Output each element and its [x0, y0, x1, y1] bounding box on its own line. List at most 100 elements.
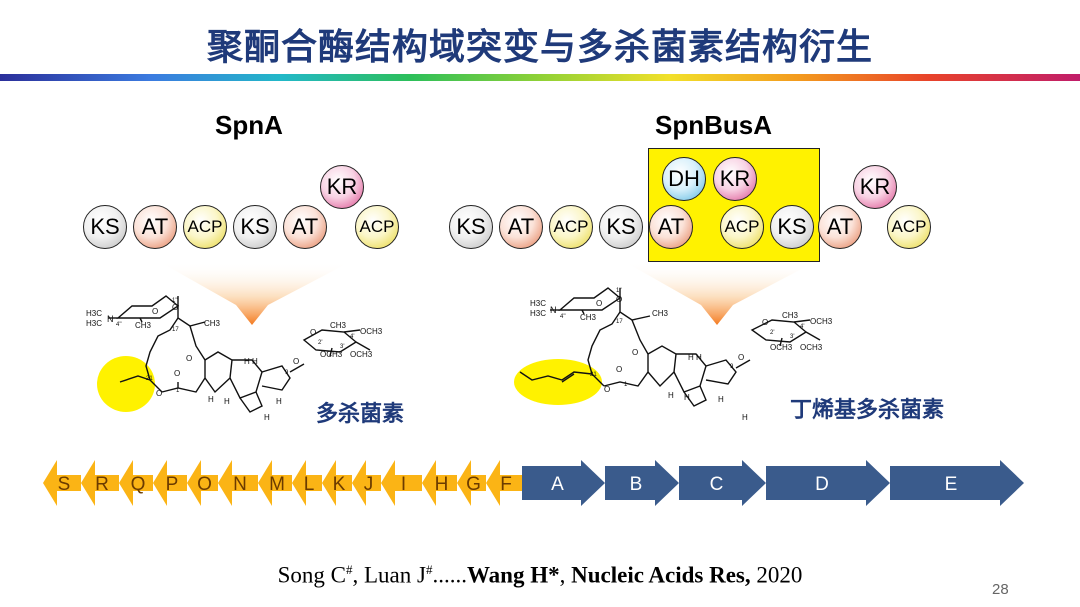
label-o: O — [616, 295, 622, 304]
domain-acp: ACP — [355, 205, 399, 249]
label-o: O — [186, 354, 192, 363]
gene-arrow-l — [292, 460, 322, 506]
gene-arrow-n — [218, 460, 258, 506]
module-label-spnbusa: SpnBusA — [655, 110, 772, 140]
label-h: H — [224, 397, 230, 406]
label-h3c: H3C — [86, 309, 102, 318]
gene-label-s: S — [58, 474, 71, 495]
gene-label-l: L — [304, 474, 315, 495]
label-o: O — [293, 357, 299, 366]
gene-label-d: D — [815, 474, 829, 495]
label-ch3: CH3 — [135, 321, 152, 330]
domain-at: AT — [818, 205, 862, 249]
gene-arrow-h — [422, 460, 457, 506]
label-pos: 9 — [285, 370, 289, 376]
gene-label-m: M — [269, 474, 285, 495]
label-h3c: H3C — [86, 319, 102, 328]
spinosad-structure — [108, 295, 371, 413]
label-pos: 17 — [616, 319, 623, 325]
gene-label-q: Q — [131, 474, 146, 495]
label-pos: 17 — [172, 327, 179, 333]
label-ch3: CH3 — [782, 311, 799, 320]
label-o: O — [604, 385, 610, 394]
gene-label-e: E — [945, 474, 958, 495]
module-label-spna: SpnA — [215, 110, 283, 140]
gene-arrow-a — [522, 460, 605, 506]
gene-arrow-c — [679, 460, 766, 506]
domain-ks: KS — [770, 205, 814, 249]
domain-kr: KR — [853, 165, 897, 209]
label-h: H — [742, 413, 748, 422]
label-pos: 1 — [176, 388, 180, 394]
gene-arrow-s — [43, 460, 81, 506]
product-label-butenyl-spinosyn: 丁烯基多杀菌素 — [790, 398, 945, 423]
gene-arrow-f — [486, 460, 522, 506]
label-hh: H H — [244, 357, 258, 366]
label-pos: 3' — [340, 344, 344, 350]
gene-label-p: P — [166, 474, 179, 495]
gene-arrow-q — [119, 460, 153, 506]
label-h: H — [208, 395, 214, 404]
label-o: O — [762, 318, 768, 327]
domain-ks: KS — [599, 205, 643, 249]
gene-label-k: K — [333, 474, 346, 495]
citation: Song C#, Luan J#......Wang H*, Nucleic A… — [277, 562, 803, 588]
label-och3: OCH3 — [770, 343, 793, 352]
label-pos: 4'' — [116, 322, 122, 328]
gene-arrow-o — [187, 460, 218, 506]
label-n: N — [107, 314, 114, 324]
domain-dh: DH — [662, 157, 706, 201]
label-n: N — [550, 305, 557, 315]
label-pos: 4'' — [560, 314, 566, 320]
label-pos: 4' — [800, 324, 804, 330]
label-o: O — [152, 307, 158, 316]
domain-acp: ACP — [183, 205, 227, 249]
domain-kr: KR — [713, 157, 757, 201]
label-h: H — [264, 413, 270, 422]
gene-label-j: J — [364, 474, 374, 495]
domain-ks: KS — [233, 205, 277, 249]
label-h3c: H3C — [530, 299, 546, 308]
gene-arrow-g — [457, 460, 486, 506]
label-och3: OCH3 — [810, 317, 833, 326]
label-pos: 1'' — [616, 288, 622, 294]
gene-label-g: G — [466, 474, 481, 495]
gene-label-a: A — [551, 474, 564, 495]
gene-label-r: R — [95, 474, 109, 495]
spinosad-labels: H3C H3C N 4'' CH3 O 1'' O 17 CH3 O 21 O … — [86, 298, 383, 422]
label-o: O — [174, 369, 180, 378]
page-number: 28 — [992, 581, 1009, 598]
label-o: O — [596, 299, 602, 308]
label-o: O — [172, 303, 178, 312]
arrow-down-left — [160, 262, 350, 325]
label-h: H — [668, 391, 674, 400]
label-och3: OCH3 — [320, 350, 343, 359]
domain-acp: ACP — [887, 205, 931, 249]
label-h: H — [718, 395, 724, 404]
gene-arrow-b — [605, 460, 679, 506]
highlight-ellipse-left — [97, 356, 155, 412]
label-och3: OCH3 — [800, 343, 823, 352]
label-o: O — [616, 365, 622, 374]
gene-arrow-r — [81, 460, 119, 506]
label-ch3: CH3 — [330, 321, 347, 330]
label-hh: H H — [688, 353, 702, 362]
label-o: O — [310, 328, 316, 337]
label-h: H — [684, 393, 690, 402]
domain-acp: ACP — [720, 205, 764, 249]
butenyl-spinosyn-labels: H3C H3C N 4'' CH3 O 1'' O 17 CH3 O 21 O … — [530, 288, 833, 422]
domain-at: AT — [649, 205, 693, 249]
label-h3c: H3C — [530, 309, 546, 318]
label-pos: 1'' — [172, 298, 178, 304]
label-pos: 3' — [790, 334, 794, 340]
butenyl-spinosyn-structure — [519, 287, 821, 407]
gene-arrow-k — [322, 460, 352, 506]
domain-at: AT — [499, 205, 543, 249]
domain-ks: KS — [83, 205, 127, 249]
gene-arrow-e — [890, 460, 1024, 506]
gene-arrow-i — [381, 460, 422, 506]
label-ch3: CH3 — [204, 319, 221, 328]
label-o: O — [738, 353, 744, 362]
